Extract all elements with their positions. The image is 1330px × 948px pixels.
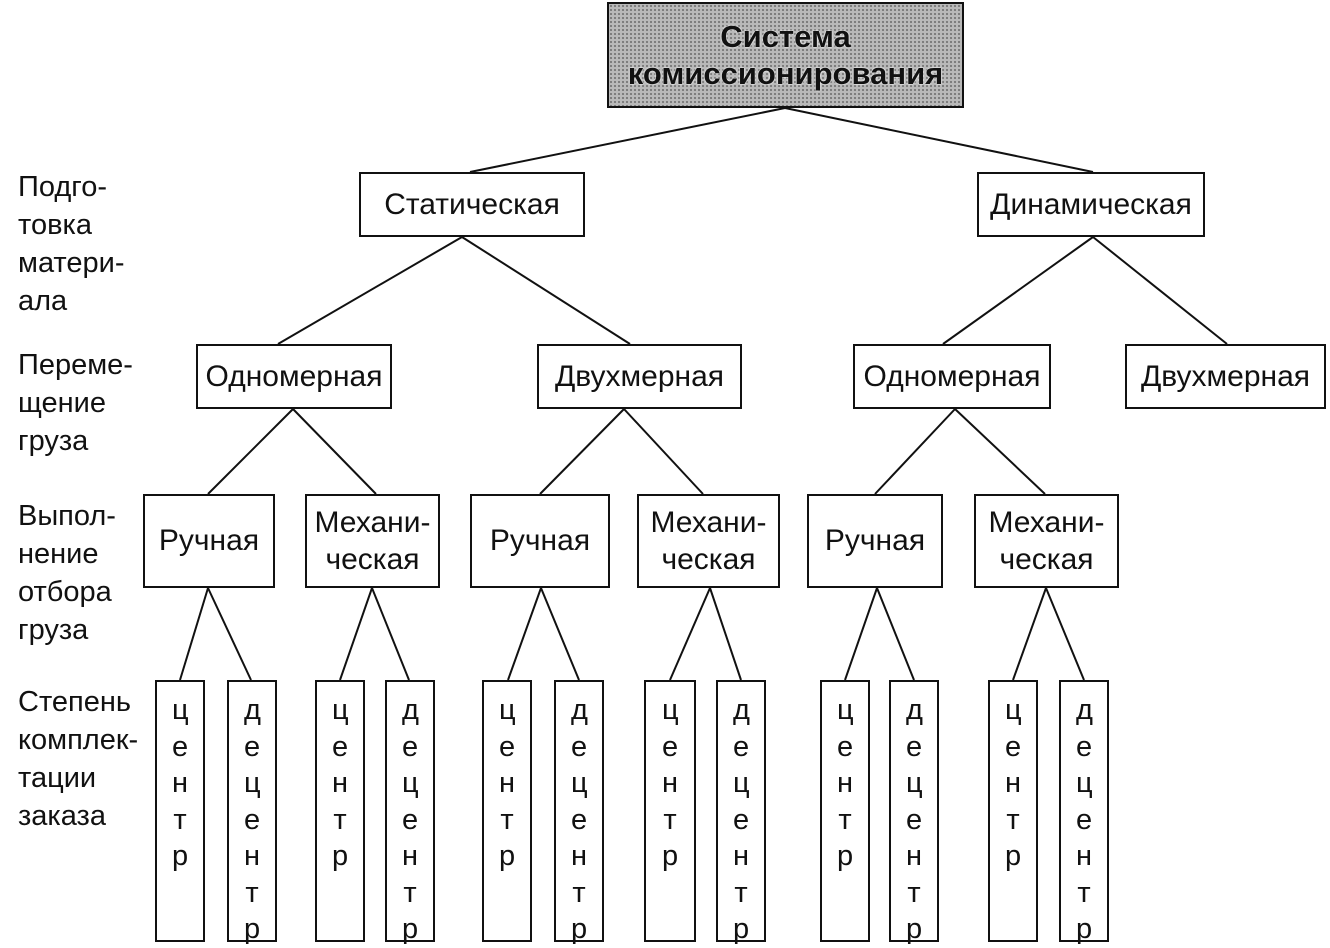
node-manual-3: Ручная bbox=[807, 494, 943, 588]
node-manual-2: Ручная bbox=[470, 494, 610, 588]
root-connectors bbox=[469, 107, 1094, 173]
node-decentralized-1: децентр bbox=[227, 680, 277, 945]
node-dynamic: Динамическая bbox=[977, 172, 1205, 237]
node-static-two-dimensional: Двухмерная bbox=[537, 344, 742, 409]
level-label-cargo-movement: Переме- щение груза bbox=[18, 349, 133, 457]
node-static-one-dimensional: Одномерная bbox=[196, 344, 392, 409]
root-node-system: Система комиссионирования bbox=[607, 2, 964, 108]
node-decentralized-3: децентр bbox=[554, 680, 604, 945]
node-centralized-1: центр bbox=[155, 680, 205, 942]
node-manual-1: Ручная bbox=[143, 494, 275, 588]
node-centralized-3: центр bbox=[482, 680, 532, 942]
node-centralized-6: центр bbox=[988, 680, 1038, 942]
node-decentralized-2: децентр bbox=[385, 680, 435, 945]
level2-connectors bbox=[207, 408, 1046, 495]
node-mechanical-1: Механи- ческая bbox=[305, 494, 440, 588]
level-label-material-prep: Подго- товка матери- ала bbox=[18, 171, 125, 317]
level1-connectors bbox=[277, 236, 1228, 345]
node-centralized-4: центр bbox=[644, 680, 696, 942]
node-dynamic-one-dimensional: Одномерная bbox=[853, 344, 1051, 409]
level-label-order-completion: Степень комплек- тации заказа bbox=[18, 686, 139, 832]
node-decentralized-6: децентр bbox=[1059, 680, 1109, 945]
node-mechanical-3: Механи- ческая bbox=[974, 494, 1119, 588]
node-decentralized-5: децентр bbox=[889, 680, 939, 945]
level-label-picking: Выпол- нение отбора груза bbox=[18, 500, 116, 646]
node-static: Статическая bbox=[359, 172, 585, 237]
node-centralized-2: центр bbox=[315, 680, 365, 942]
level3-connectors bbox=[179, 587, 1085, 681]
node-decentralized-4: децентр bbox=[716, 680, 766, 945]
node-centralized-5: центр bbox=[820, 680, 870, 942]
node-mechanical-2: Механи- ческая bbox=[637, 494, 780, 588]
node-dynamic-two-dimensional: Двухмерная bbox=[1125, 344, 1326, 409]
